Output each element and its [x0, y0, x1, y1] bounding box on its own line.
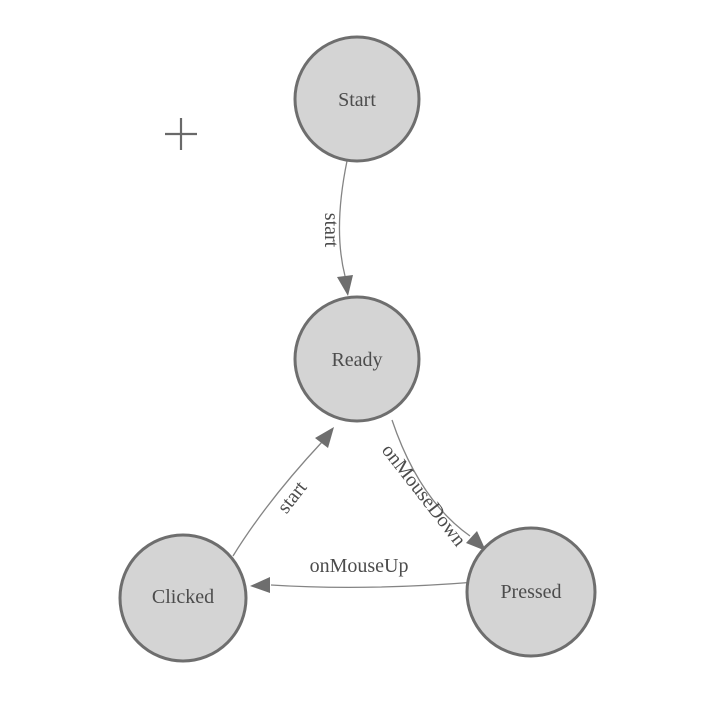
edge-clicked-to-ready[interactable]: [232, 427, 334, 557]
node-clicked[interactable]: Clicked: [118, 533, 248, 663]
edge-start-to-ready[interactable]: [337, 160, 353, 296]
edge-label-onmousedown: onMouseDown: [377, 440, 470, 551]
edge-label-onmouseup: onMouseUp: [310, 555, 409, 577]
edge-ready-to-pressed[interactable]: [391, 419, 486, 551]
crosshair-plus-icon: [165, 118, 197, 150]
edge-label-start-left: start: [273, 477, 312, 518]
node-pressed-label: Pressed: [500, 581, 561, 603]
arrowhead-icon: [466, 531, 486, 551]
node-start-circle[interactable]: [293, 35, 421, 163]
node-clicked-circle[interactable]: [118, 533, 248, 663]
arrowhead-icon: [250, 577, 270, 593]
node-clicked-label: Clicked: [152, 586, 214, 608]
node-ready-circle[interactable]: [293, 295, 421, 423]
node-pressed-circle[interactable]: [465, 526, 597, 658]
arrowhead-icon: [315, 427, 334, 448]
edge-line[interactable]: [391, 419, 471, 537]
node-start[interactable]: Start: [293, 35, 421, 163]
edge-line[interactable]: [232, 441, 323, 557]
edge-line[interactable]: [270, 581, 477, 589]
edge-line[interactable]: [338, 160, 348, 277]
edge-pressed-to-clicked[interactable]: [250, 577, 477, 593]
node-ready-label: Ready: [331, 349, 382, 371]
node-pressed[interactable]: Pressed: [465, 526, 597, 658]
edge-label-start-top: start: [320, 213, 342, 248]
node-ready[interactable]: Ready: [293, 295, 421, 423]
node-start-label: Start: [338, 89, 376, 111]
arrowhead-icon: [337, 275, 353, 296]
